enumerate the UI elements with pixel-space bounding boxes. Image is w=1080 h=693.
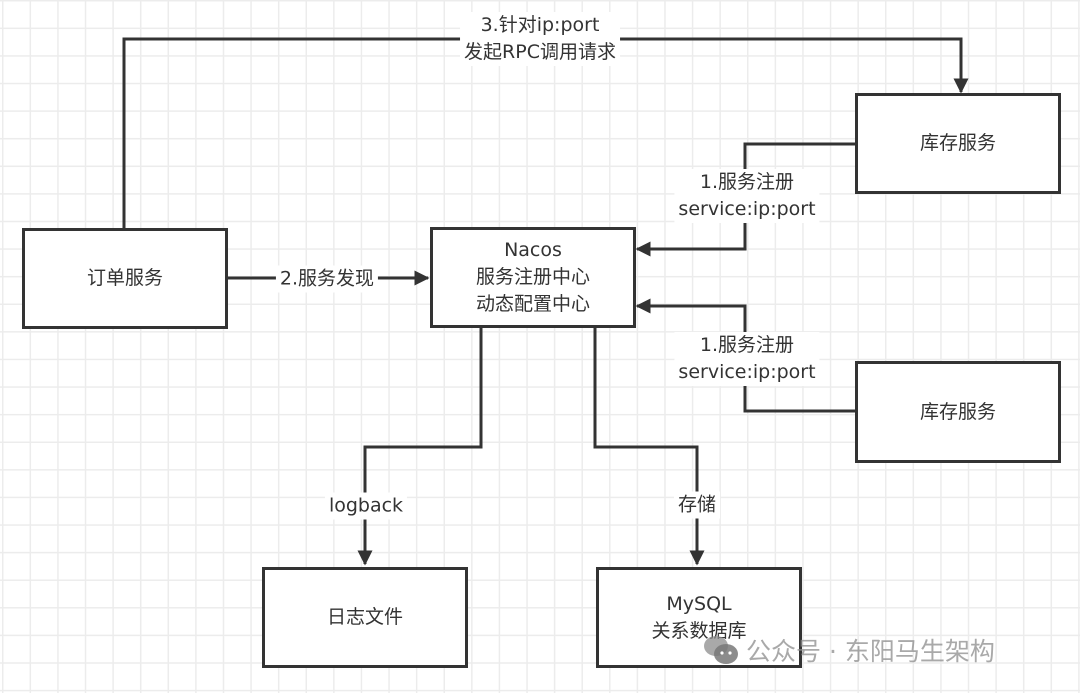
nacos-title: Nacos — [504, 239, 562, 261]
register-top-line2: service:ip:port — [678, 198, 816, 220]
register-top-label: 1.服务注册 service:ip:port — [674, 169, 820, 223]
register-bottom-line1: 1.服务注册 — [699, 334, 795, 356]
service-discovery-label: 2.服务发现 — [275, 265, 379, 293]
log-file-node[interactable]: 日志文件 — [262, 567, 468, 668]
inventory-service-top-label: 库存服务 — [919, 132, 996, 154]
register-bottom-label: 1.服务注册 service:ip:port — [674, 332, 820, 386]
logback-label: logback — [324, 492, 408, 520]
inventory-service-bottom-label: 库存服务 — [919, 400, 996, 423]
mysql-title: MySQL — [666, 592, 732, 615]
watermark-text: 公众号 · 东阳马生架构 — [746, 637, 995, 666]
wechat-icon — [704, 636, 738, 664]
mysql-node[interactable]: MySQL 关系数据库 — [596, 567, 802, 668]
service-discovery-text: 2.服务发现 — [279, 267, 375, 290]
nacos-subtitle-registry: 服务注册中心 — [475, 266, 590, 288]
order-service-label: 订单服务 — [86, 267, 163, 289]
mysql-subtitle: 关系数据库 — [651, 619, 747, 642]
edge-rpc-call — [122, 37, 969, 228]
storage-text: 存储 — [677, 493, 717, 516]
inventory-service-top-node[interactable]: 库存服务 — [855, 93, 1061, 194]
inventory-service-bottom-node[interactable]: 库存服务 — [855, 361, 1061, 463]
order-service-node[interactable]: 订单服务 — [22, 228, 228, 329]
rpc-call-label-line2: 发起RPC调用请求 — [464, 41, 616, 63]
nacos-subtitle-config: 动态配置中心 — [475, 293, 590, 315]
register-bottom-line2: service:ip:port — [678, 361, 816, 383]
logback-text: logback — [328, 494, 404, 517]
watermark: 公众号 · 东阳马生架构 — [702, 632, 995, 668]
storage-label: 存储 — [673, 491, 721, 519]
edge-logback — [357, 327, 483, 566]
rpc-call-label: 3.针对ip:port 发起RPC调用请求 — [460, 12, 620, 66]
register-top-line1: 1.服务注册 — [699, 171, 795, 193]
rpc-call-label-line1: 3.针对ip:port — [480, 14, 600, 36]
log-file-label: 日志文件 — [326, 606, 403, 628]
nacos-node[interactable]: Nacos 服务注册中心 动态配置中心 — [430, 227, 636, 328]
